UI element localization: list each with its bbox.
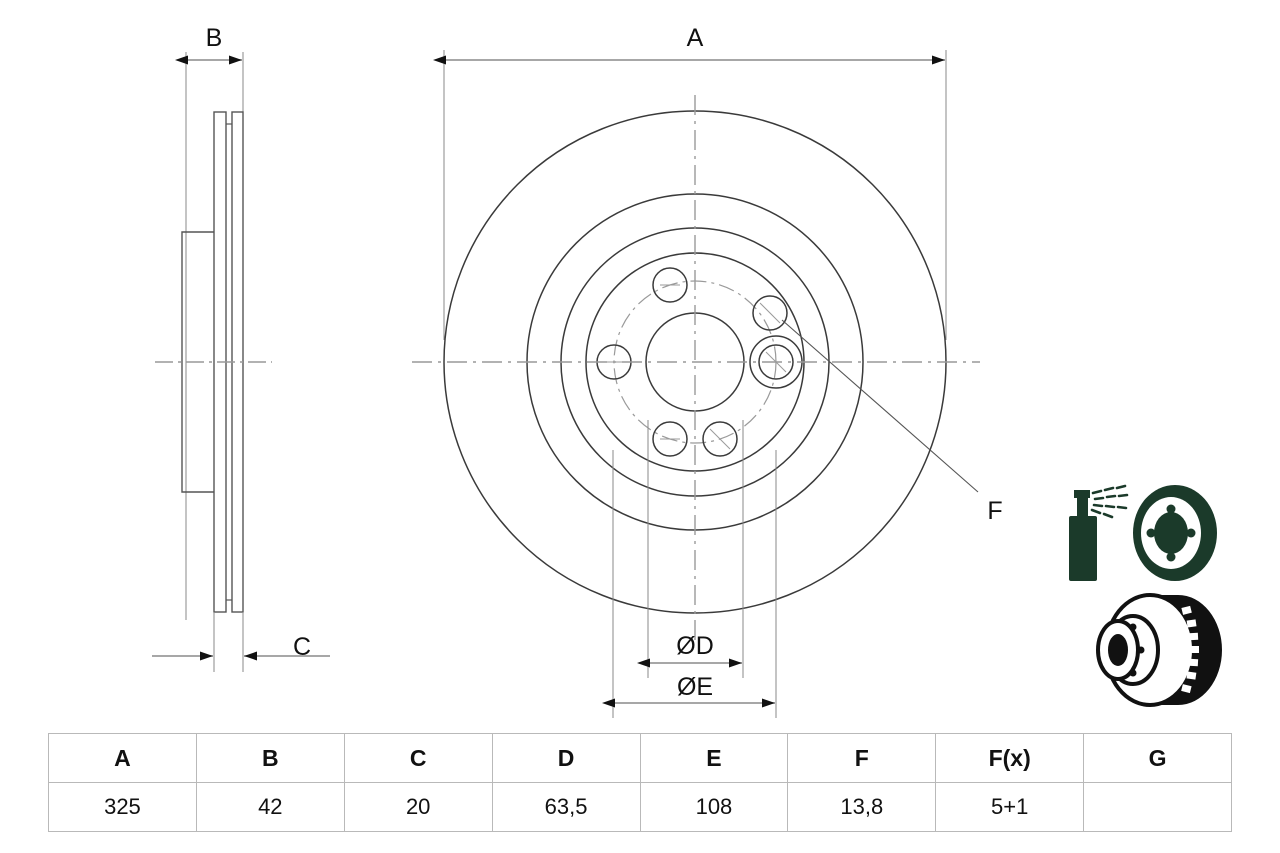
side-view-group [152, 52, 330, 672]
front-view-group [412, 50, 980, 718]
bolt-hole-1 [758, 344, 794, 380]
table-header-a: A [48, 733, 197, 783]
dimension-label-d: ØD [676, 632, 714, 660]
hat-profile-top [181, 231, 214, 268]
bolt-hole-3 [652, 421, 688, 457]
dimension-label-e: ØE [677, 673, 713, 701]
hat-profile-bottom [181, 456, 214, 493]
dimension-label-b: B [206, 24, 223, 52]
table-cell-a: 325 [48, 782, 197, 832]
bolt-hole-6-mark [759, 302, 781, 324]
table-cell-c: 20 [343, 782, 493, 832]
table-header-e: E [639, 733, 789, 783]
bolt-hole-6 [752, 295, 788, 331]
dimension-label-f: F [987, 497, 1002, 525]
dimension-label-a: A [687, 24, 704, 52]
table-cell-d: 63,5 [491, 782, 641, 832]
table-header-row: A B C D E F F(x) G [48, 733, 1232, 783]
table-cell-f: 13,8 [787, 782, 937, 832]
bolt-hole-2-mark [709, 428, 731, 450]
table-row: 325 42 20 63,5 108 13,8 5+1 [48, 782, 1232, 832]
bolt-hole-2 [702, 421, 738, 457]
dimension-table: A B C D E F F(x) G 325 42 20 63,5 108 13… [48, 733, 1232, 832]
table-header-c: C [343, 733, 493, 783]
bolt-hole-5 [652, 267, 688, 303]
table-cell-e: 108 [639, 782, 789, 832]
vented-disc-3d-icon [1096, 593, 1222, 707]
table-header-f: F [787, 733, 937, 783]
table-cell-b: 42 [195, 782, 345, 832]
table-header-g: G [1083, 733, 1232, 783]
table-header-fx: F(x) [935, 733, 1085, 783]
spray-can-coated-disc-icon [1069, 484, 1217, 581]
table-header-b: B [195, 733, 345, 783]
table-cell-g [1083, 782, 1232, 832]
f-leader-line [781, 319, 979, 493]
table-header-d: D [491, 733, 641, 783]
table-cell-fx: 5+1 [935, 782, 1085, 832]
dimension-label-c: C [293, 633, 311, 661]
